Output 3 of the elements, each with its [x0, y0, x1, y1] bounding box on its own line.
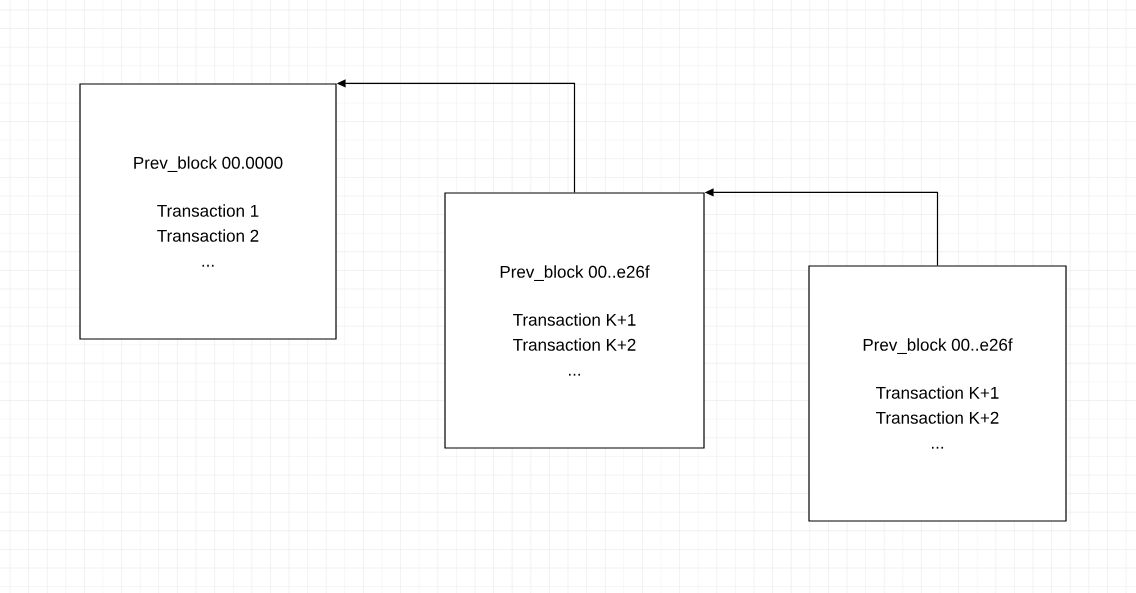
- block-box: Prev_block 00..e26f Transaction K+1 Transaction K+2 ...: [808, 265, 1067, 522]
- block-box: Prev_block 00.0000 Transaction 1 Transaction 2 ...: [79, 83, 337, 340]
- block-box: Prev_block 00..e26f Transaction K+1 Transaction K+2 ...: [444, 192, 705, 449]
